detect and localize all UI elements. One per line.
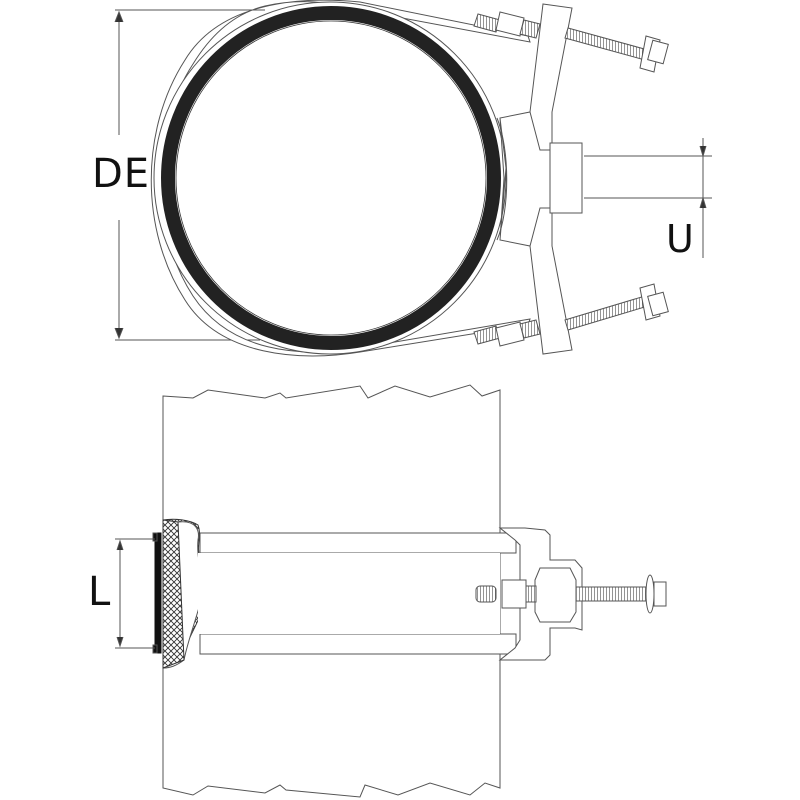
coupling-nut xyxy=(501,579,527,609)
u-dimension xyxy=(584,138,712,258)
upper-tie-rod xyxy=(473,11,541,39)
end-view xyxy=(114,0,712,357)
side-view xyxy=(115,384,667,798)
bolt-thread xyxy=(575,586,649,602)
u-label: U xyxy=(666,217,694,261)
upper-bolt xyxy=(564,27,669,73)
l-label: L xyxy=(88,569,111,615)
bolt-head xyxy=(653,581,667,607)
lower-bolt xyxy=(564,283,669,331)
outlet-boss xyxy=(549,142,583,214)
band-upper xyxy=(199,532,517,554)
l-dimension xyxy=(115,538,155,649)
lug-bracket xyxy=(499,3,573,355)
retaining-strip xyxy=(154,532,162,654)
de-label: DE xyxy=(92,151,151,197)
nut-side xyxy=(534,567,577,623)
lower-tie-rod xyxy=(473,319,541,347)
gasket-ring xyxy=(161,6,501,350)
band-lower xyxy=(199,633,517,655)
